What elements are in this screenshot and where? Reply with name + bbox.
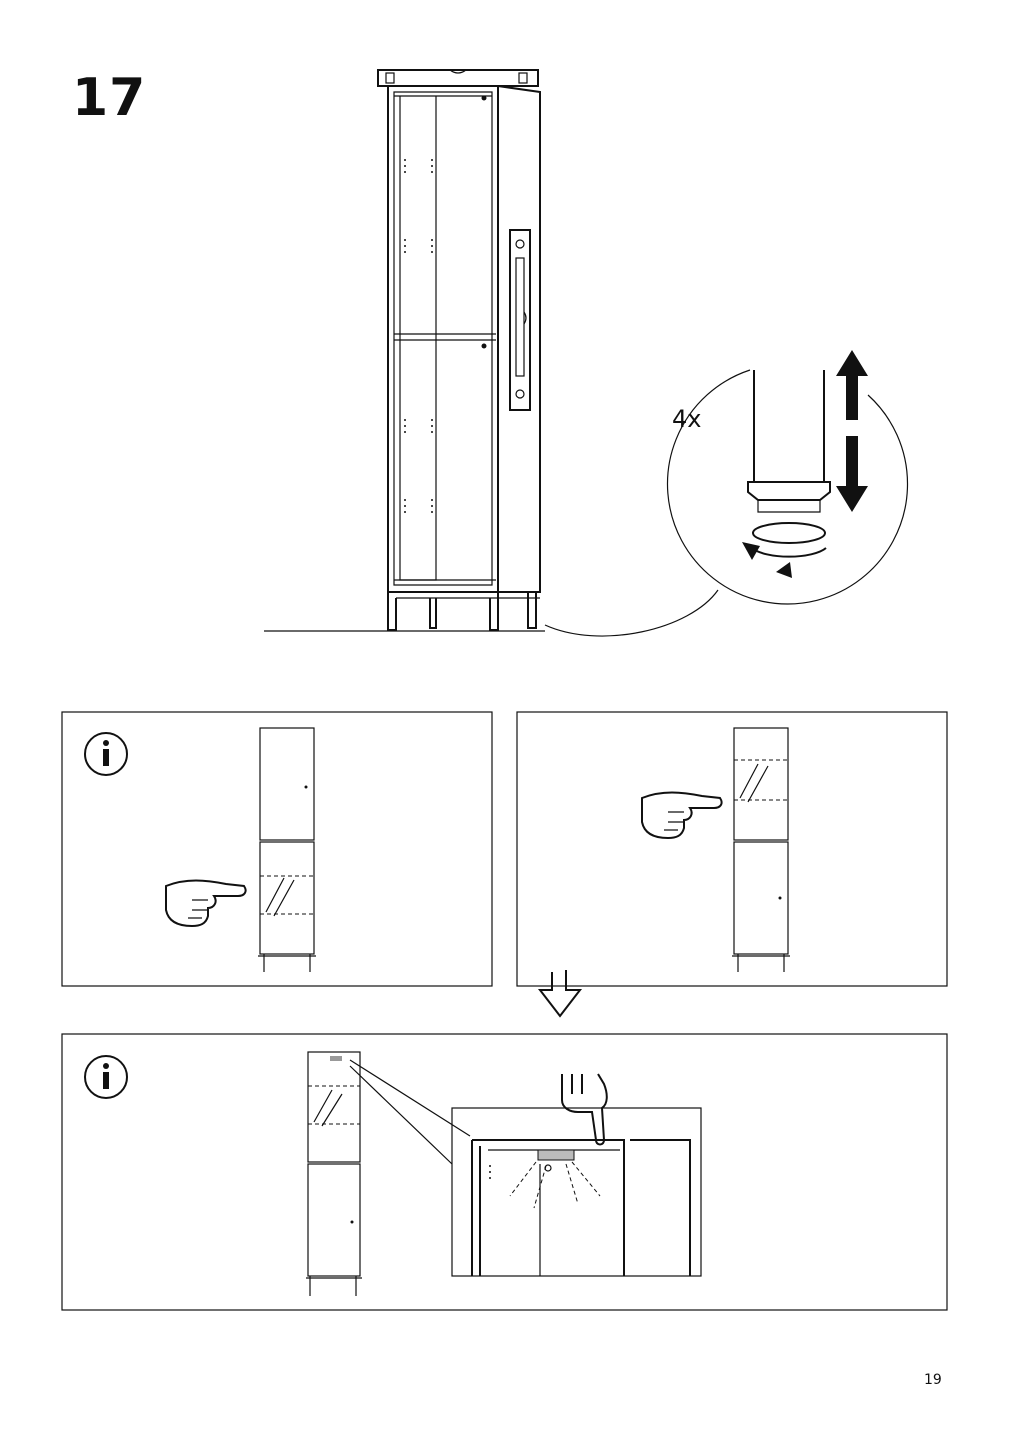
tall-cabinet-glass-bottom	[258, 727, 316, 972]
tall-cabinet-glass-top	[732, 727, 790, 972]
info-panel-bottom	[61, 1033, 948, 1311]
info-icon	[84, 732, 128, 776]
cabinet-main-illustration	[264, 69, 545, 632]
info-icon	[84, 1055, 128, 1099]
page-number: 19	[924, 1372, 942, 1388]
pointing-hand-icon	[165, 879, 247, 928]
spirit-level-top	[377, 69, 539, 87]
info-panel-left	[61, 711, 493, 987]
light-detail-inset	[451, 1107, 702, 1277]
info-panel-right	[516, 711, 948, 987]
tall-cabinet-light-highlight	[306, 1051, 471, 1296]
adjustable-foot-callout	[544, 350, 909, 637]
hollow-down-arrow-icon	[537, 970, 583, 1018]
step-number: 17	[72, 68, 147, 128]
pointing-hand-icon	[641, 791, 723, 840]
spirit-level-side	[509, 229, 531, 411]
touching-hand-icon	[561, 1073, 608, 1146]
